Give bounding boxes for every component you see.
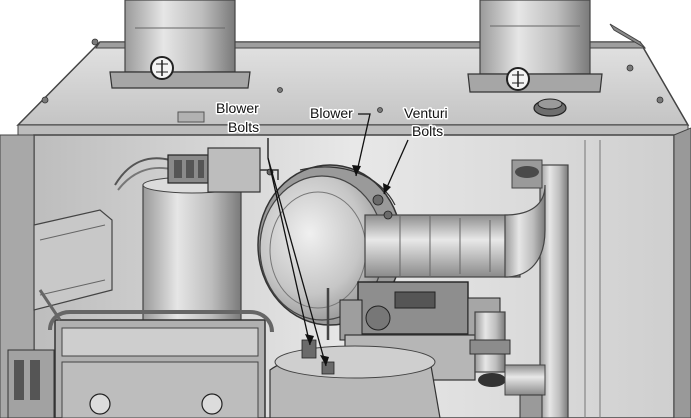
gas-pipe [469, 311, 546, 418]
blower-bolts-halo-1: Blower [216, 100, 259, 116]
vent-flange-left [109, 71, 251, 89]
panel-slot [177, 111, 205, 123]
venturi-tube [364, 184, 546, 278]
vent-flange-right [467, 73, 603, 93]
top-panel-front-edge [17, 124, 689, 136]
wiring-harness [114, 147, 279, 193]
heat-exchanger-base [269, 345, 441, 418]
venturi-bolts-label-line2: Bolts [412, 123, 443, 139]
venturi-bolts-label-line1: Venturi [404, 105, 448, 121]
vent-pipe-left [124, 0, 236, 73]
control-box [7, 289, 274, 418]
left-bracket [33, 209, 113, 311]
blower-label: Blower [310, 105, 353, 121]
leader-lines [267, 113, 409, 367]
blower-halo: Blower [310, 105, 353, 121]
venturi-bolts-halo-2: Bolts [412, 123, 443, 139]
leader-blower [355, 113, 371, 177]
venturi-bolts [372, 194, 393, 220]
blower-bolts-halo-2: Bolts [228, 119, 259, 135]
venturi-bolts-halo-1: Venturi [404, 105, 448, 121]
right-rail [609, 23, 646, 49]
left-side-wall [0, 134, 35, 418]
leader-venturi-bolts [383, 139, 409, 195]
leader-arrowheads [305, 165, 391, 366]
blower-bolts [301, 288, 335, 375]
right-side-wall [673, 127, 691, 418]
blower-bolts-label-line2: Bolts [228, 119, 259, 135]
leader-blower-bolts-2 [267, 157, 327, 367]
panel-screws [41, 38, 664, 113]
vent-pipe-right [479, 0, 591, 75]
blower-bolts-label-line1: Blower [216, 100, 259, 116]
